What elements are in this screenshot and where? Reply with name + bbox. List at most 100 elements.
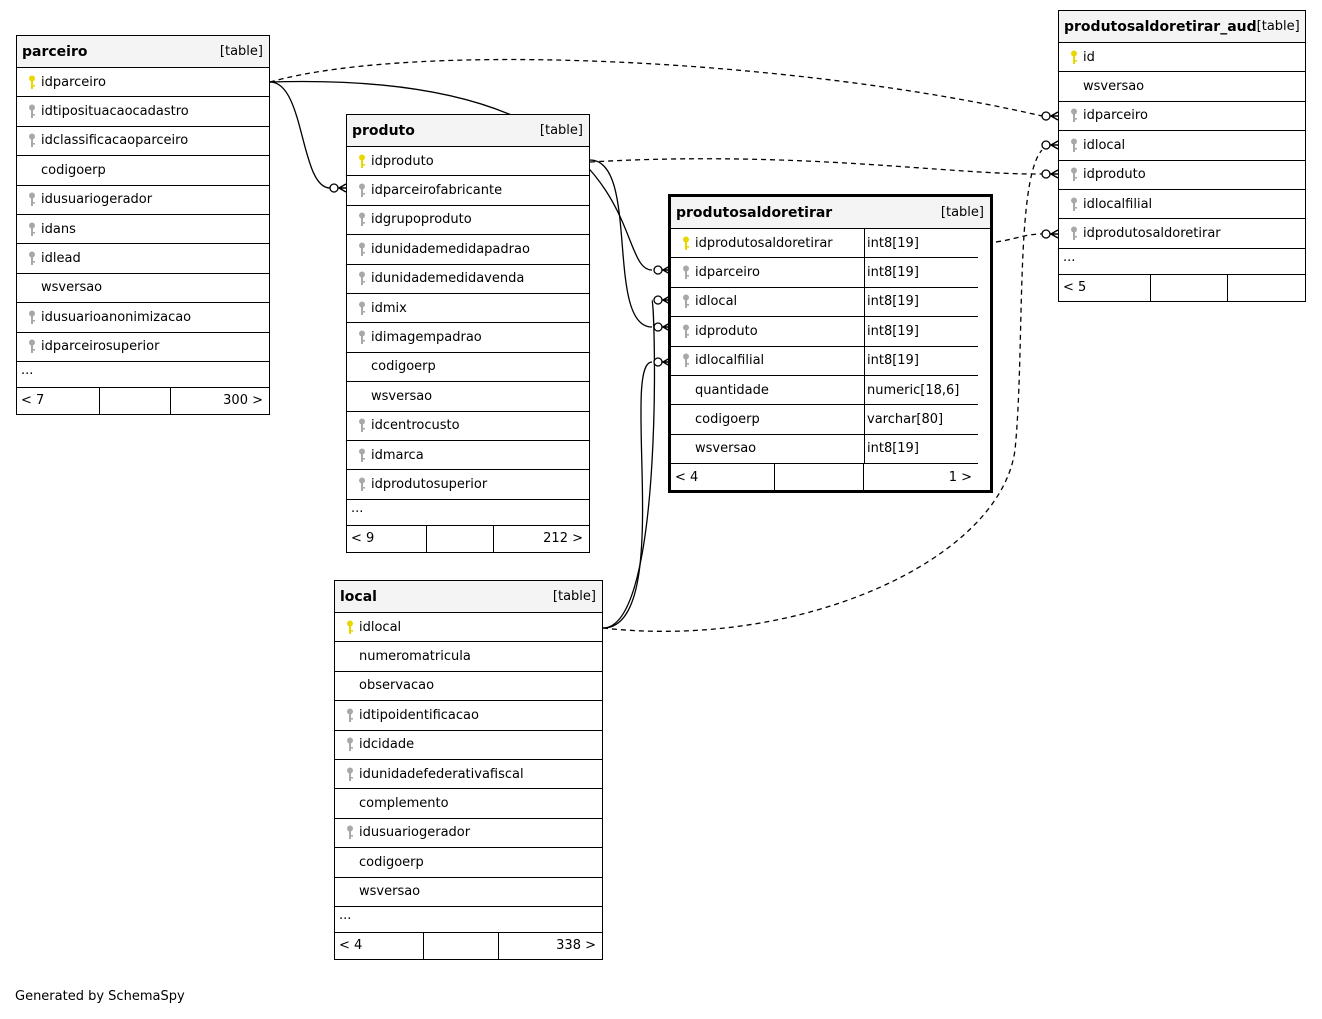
column-name: idunidademedidapadrao <box>371 241 530 257</box>
column-row[interactable]: complemento <box>335 789 602 819</box>
parents-count[interactable]: < 4 <box>335 932 424 959</box>
column-row[interactable]: idgrupoproduto <box>347 206 589 236</box>
column-row[interactable]: wsversao <box>1059 72 1305 102</box>
column-name: idusuarioanonimizacao <box>41 309 192 325</box>
column-row[interactable]: id <box>1059 43 1305 73</box>
column-row[interactable]: idunidademedidapadrao <box>347 235 589 265</box>
column-row[interactable]: idcentrocusto <box>347 412 589 441</box>
footer-mid <box>424 932 499 959</box>
foreign-key-icon <box>677 353 695 368</box>
column-name: idprodutosaldoretirar <box>1083 226 1221 242</box>
column-row[interactable]: idans <box>17 215 269 245</box>
column-row[interactable]: idproduto <box>347 147 589 177</box>
column-row[interactable]: idusuariogerador <box>335 819 602 849</box>
column-row[interactable]: idimagempadrao <box>347 323 589 353</box>
foreign-key-icon <box>353 330 371 345</box>
table-header: produto [table] <box>347 115 589 147</box>
column-row[interactable]: idlocal <box>335 613 602 643</box>
column-row[interactable]: idprodutosaldoretirar <box>1059 219 1305 249</box>
foreign-key-icon <box>1065 108 1083 123</box>
column-name: wsversao <box>371 388 433 404</box>
column-row[interactable]: idtipoidentificacao <box>335 701 602 731</box>
parents-count[interactable]: < 5 <box>1059 274 1151 301</box>
column-row[interactable]: idclassificacaoparceiro <box>17 127 269 157</box>
column-row[interactable]: idlocalfilial <box>1059 190 1305 220</box>
column-row[interactable]: idlocal int8[19] <box>671 287 978 318</box>
children-count[interactable] <box>1228 275 1305 301</box>
table-produtosaldoretirar-aud[interactable]: produtosaldoretirar_aud [table] id wsvers… <box>1058 10 1306 302</box>
column-row[interactable]: codigoerp <box>17 156 269 186</box>
column-row[interactable]: idunidadefederativafiscal <box>335 760 602 790</box>
children-count[interactable]: 1 > <box>948 469 972 485</box>
column-row[interactable]: idmarca <box>347 441 589 471</box>
parents-count[interactable]: < 4 <box>671 464 775 491</box>
column-name: idlead <box>41 251 81 267</box>
column-row[interactable]: idusuariogerador <box>17 186 269 215</box>
column-row[interactable]: idlead <box>17 244 269 274</box>
column-name: idtiposituacaocadastro <box>41 104 189 120</box>
table-name: produtosaldoretirar_aud <box>1064 18 1257 35</box>
link-parceiro-psr <box>269 80 653 271</box>
column-name: idparceiro <box>695 265 760 281</box>
foreign-key-icon <box>341 767 359 782</box>
column-name: idmix <box>371 300 407 316</box>
column-row[interactable]: codigoerp <box>347 353 589 383</box>
column-row[interactable]: idprodutosuperior <box>347 470 589 500</box>
column-row[interactable]: idunidademedidavenda <box>347 265 589 294</box>
children-count[interactable]: 338 > <box>556 938 596 954</box>
foreign-key-icon <box>23 104 41 119</box>
column-row[interactable]: codigoerp <box>335 848 602 878</box>
column-row[interactable]: idparceirosuperior <box>17 333 269 362</box>
parents-count[interactable]: < 7 <box>17 387 100 414</box>
foreign-key-icon <box>353 183 371 198</box>
table-produtosaldoretirar[interactable]: produtosaldoretirar [table] idprodutosal… <box>668 194 993 494</box>
table-name: parceiro <box>22 43 88 60</box>
column-row[interactable]: wsversao <box>335 878 602 907</box>
foreign-key-icon <box>677 265 695 280</box>
table-name: produto <box>352 122 415 139</box>
foreign-key-icon <box>353 448 371 463</box>
column-type: int8[19] <box>864 287 978 317</box>
table-tag: [table] <box>1256 19 1300 34</box>
children-count[interactable]: 300 > <box>223 393 263 409</box>
foreign-key-icon <box>23 192 41 207</box>
column-row[interactable]: wsversao <box>17 274 269 304</box>
table-tag: [table] <box>552 589 596 604</box>
column-row[interactable]: idparceiro <box>1059 102 1305 132</box>
column-row[interactable]: idmix <box>347 294 589 324</box>
foreign-key-icon <box>23 222 41 237</box>
foreign-key-icon <box>353 242 371 257</box>
table-footer: < 9 212 > <box>347 525 589 552</box>
parents-count[interactable]: < 9 <box>347 525 427 552</box>
column-row[interactable]: idcidade <box>335 731 602 760</box>
primary-key-icon <box>341 620 359 635</box>
column-row[interactable]: idproduto <box>1059 161 1305 190</box>
link-produto-aud <box>589 158 1043 175</box>
column-name: wsversao <box>1083 79 1145 95</box>
column-row[interactable]: numeromatricula <box>335 642 602 672</box>
column-row[interactable]: observacao <box>335 672 602 702</box>
column-row[interactable]: idtiposituacaocadastro <box>17 97 269 127</box>
column-row[interactable]: idparceiro <box>17 68 269 98</box>
column-name: idlocal <box>695 294 738 310</box>
column-name: idunidadefederativafiscal <box>359 766 524 782</box>
column-row[interactable]: idusuarioanonimizacao <box>17 303 269 333</box>
column-row[interactable]: idparceirofabricante <box>347 176 589 206</box>
children-count[interactable]: 212 > <box>543 531 583 547</box>
column-row[interactable]: wsversao <box>347 382 589 412</box>
table-header: produtosaldoretirar_aud [table] <box>1059 11 1305 43</box>
link-local-psr-idlocal <box>602 299 656 629</box>
column-name: idlocal <box>1083 137 1126 153</box>
column-row[interactable]: idlocal <box>1059 131 1305 161</box>
